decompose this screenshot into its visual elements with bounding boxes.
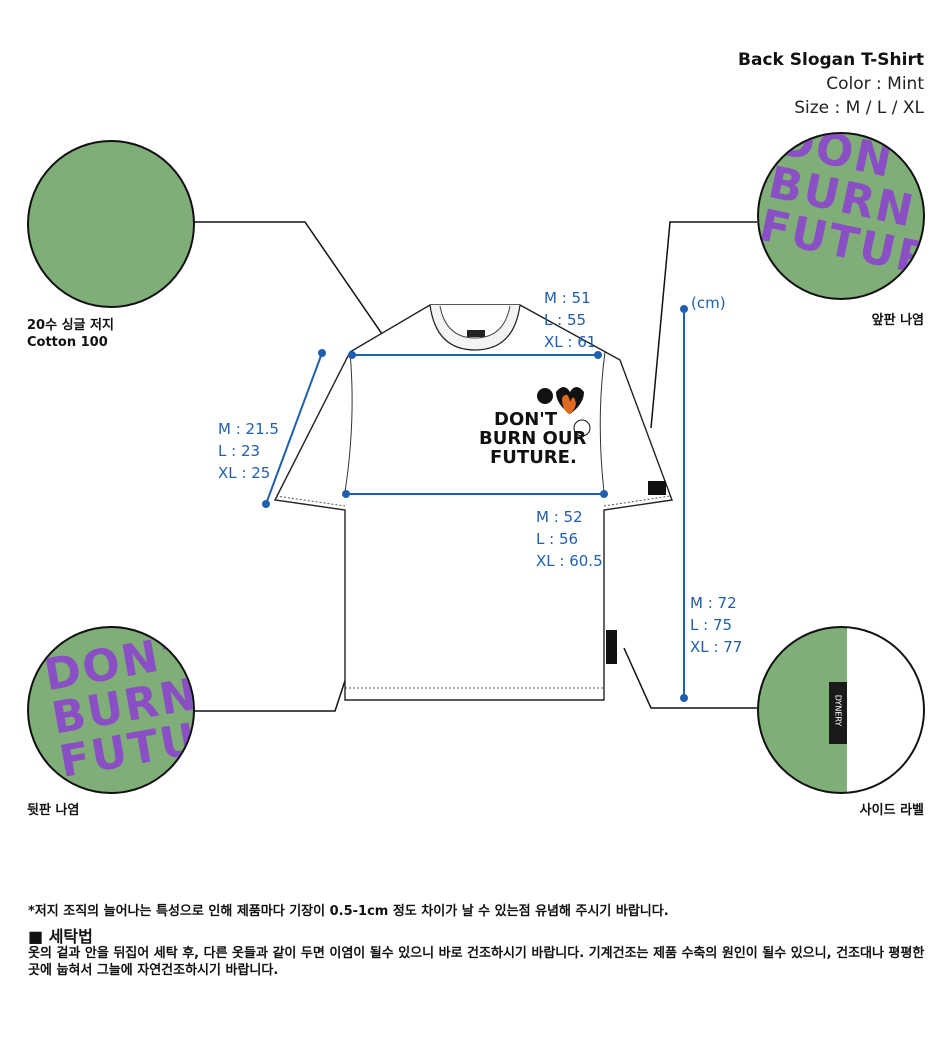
chest-measure: M : 51 L : 55 XL : 61 <box>544 287 596 353</box>
fabric-label: 20수 싱글 저지 Cotton 100 <box>27 317 114 351</box>
neck-label <box>467 330 485 337</box>
product-name: Back Slogan T-Shirt <box>738 50 924 70</box>
fabric-label-line2: Cotton 100 <box>27 335 108 350</box>
chest-xl: XL : 61 <box>544 333 597 351</box>
back-print-swatch: DON'T BURN FUTURE <box>27 626 195 794</box>
side-tag-text: DYNERY <box>833 694 843 727</box>
hem-l: L : 56 <box>536 530 579 548</box>
hem-xl: XL : 60.5 <box>536 552 603 570</box>
length-measure: M : 72 L : 75 XL : 77 <box>690 592 742 658</box>
fabric-label-line1: 20수 싱글 저지 <box>27 318 114 333</box>
product-header: Back Slogan T-Shirt Color : Mint Size : … <box>738 48 924 120</box>
sleeve-xl: XL : 25 <box>218 464 271 482</box>
connector-fabric <box>193 221 383 335</box>
sleeve-measure: M : 21.5 L : 23 XL : 25 <box>218 418 279 484</box>
side-label-tag <box>606 630 617 664</box>
sleeve-l: L : 23 <box>218 442 261 460</box>
wash-instructions: 옷의 겉과 안을 뒤집어 세탁 후, 다른 옷들과 같이 두면 이염이 될수 있… <box>28 946 925 978</box>
length-xl: XL : 77 <box>690 638 743 656</box>
connector-side <box>623 647 757 709</box>
connector-front <box>650 221 757 429</box>
side-label-tag-closeup: DYNERY <box>829 682 847 744</box>
wash-title: ■ 세탁법 <box>28 927 93 946</box>
length-disclaimer: *저지 조직의 늘어나는 특성으로 인해 제품마다 기장이 0.5-1cm 정도… <box>28 904 669 919</box>
chest-l: L : 55 <box>544 311 587 329</box>
care-notes: *저지 조직의 늘어나는 특성으로 인해 제품마다 기장이 0.5-1cm 정도… <box>28 903 928 979</box>
side-label-caption: 사이드 라벨 <box>859 803 924 818</box>
sleeve-m: M : 21.5 <box>218 420 279 438</box>
chest-m: M : 51 <box>544 289 591 307</box>
product-size: Size : M / L / XL <box>794 98 924 118</box>
sleeve-tab <box>648 481 666 495</box>
front-print-label: 앞판 나염 <box>871 313 924 328</box>
hem-m: M : 52 <box>536 508 583 526</box>
sleeve-measure-line <box>265 352 323 505</box>
back-print-label: 뒷판 나염 <box>27 803 80 818</box>
side-label-swatch: DYNERY <box>757 626 925 794</box>
measure-unit: (cm) <box>691 294 726 312</box>
print-line-1: DON'T <box>494 409 558 430</box>
length-l: L : 75 <box>690 616 733 634</box>
hem-measure: M : 52 L : 56 XL : 60.5 <box>536 506 603 572</box>
product-color: Color : Mint <box>826 74 924 94</box>
print-line-2: BURN OUR <box>479 428 586 449</box>
fabric-swatch <box>27 140 195 308</box>
front-print-swatch: DON'T BURN FUTURE <box>757 132 925 300</box>
length-m: M : 72 <box>690 594 737 612</box>
print-line-3: FUTURE. <box>490 447 577 468</box>
